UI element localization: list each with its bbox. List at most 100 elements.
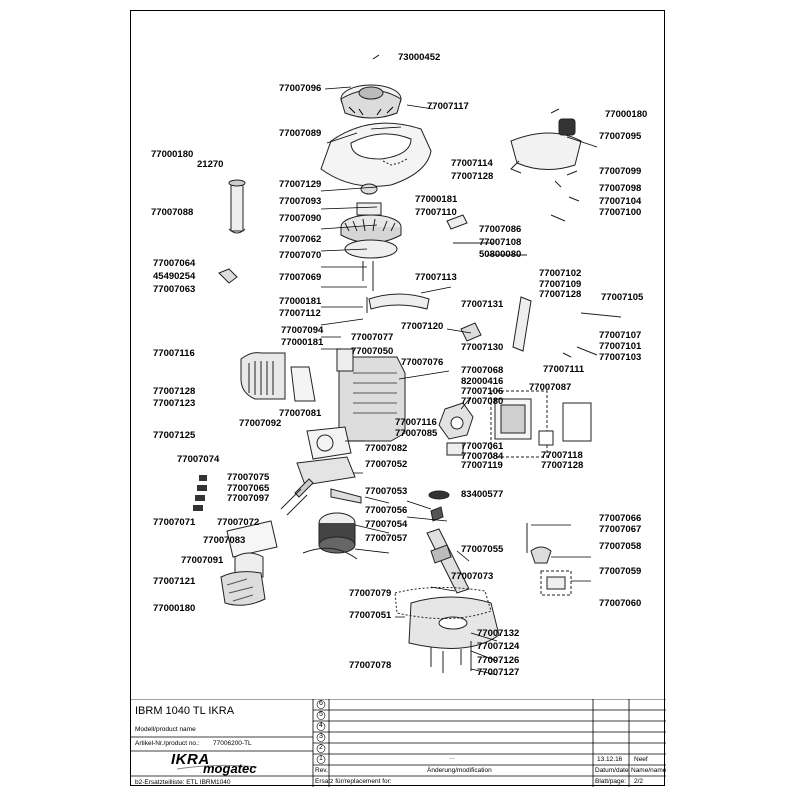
part-callout[interactable]: 77007054	[365, 519, 408, 530]
part-callout[interactable]: 77007085	[395, 428, 438, 439]
part-callout[interactable]: 77007132	[477, 628, 520, 639]
part-callout[interactable]: 77007123	[153, 398, 196, 409]
part-callout[interactable]: 77007096	[279, 83, 322, 94]
part-callout[interactable]: 77000180	[151, 149, 194, 160]
part-callout[interactable]: 77007052	[365, 459, 408, 470]
part-callout[interactable]: 77000181	[281, 337, 324, 348]
part-callout[interactable]: 77007083	[203, 535, 246, 546]
part-callout[interactable]: 77007069	[279, 272, 322, 283]
part-callout[interactable]: 77007063	[153, 284, 196, 295]
part-callout[interactable]: 77007110	[415, 207, 457, 218]
part-callout[interactable]: 77000181	[415, 194, 458, 205]
part-callout[interactable]: 77007104	[599, 196, 642, 207]
part-callout[interactable]: 77007094	[281, 325, 324, 336]
part-callout[interactable]: 77007086	[479, 224, 522, 235]
part-callout[interactable]: 77007067	[599, 524, 642, 535]
part-callout[interactable]: 77007130	[461, 342, 504, 353]
part-callout[interactable]: 77007088	[151, 207, 194, 218]
part-callout[interactable]: 77007107	[599, 330, 642, 341]
part-callout[interactable]: 77007051	[349, 610, 392, 621]
part-callout[interactable]: 77007097	[227, 493, 270, 504]
part-callout[interactable]: 45490254	[153, 271, 196, 282]
part-callout[interactable]: 77007125	[153, 430, 196, 441]
part-callout[interactable]: 77007079	[349, 588, 392, 599]
part-callout[interactable]: 77007078	[349, 660, 392, 671]
part-callout[interactable]: 77007099	[599, 166, 642, 177]
part-callout[interactable]: 77007091	[181, 555, 224, 566]
part-callout[interactable]: 77007121	[153, 576, 196, 587]
part-callout[interactable]: 77007128	[539, 289, 582, 300]
part-callout[interactable]: 77007117	[427, 101, 469, 112]
part-callout[interactable]: 77007119	[461, 460, 503, 471]
name-label: Name/name	[631, 767, 667, 774]
part-callout[interactable]: 77000180	[605, 109, 648, 120]
part-callout[interactable]: 77000180	[153, 603, 196, 614]
part-callout[interactable]: 77007124	[477, 641, 520, 652]
part-callout[interactable]: 77007082	[365, 443, 408, 454]
part-callout[interactable]: 77007060	[599, 598, 642, 609]
part-callout[interactable]: 77007113	[415, 272, 457, 283]
part-callout[interactable]: 77007128	[153, 386, 196, 397]
part-callout[interactable]: 77007128	[451, 171, 494, 182]
part-callout[interactable]: 77007055	[461, 544, 504, 555]
drawing-sheet: 73000452 77007096 77007117 77007089 7700…	[130, 10, 667, 787]
part-callout[interactable]: 77007131	[461, 299, 504, 310]
part-callout[interactable]: 77007116	[153, 348, 195, 359]
part-callout[interactable]: 77007126	[477, 655, 520, 666]
part-callout[interactable]: 77007120	[401, 321, 444, 332]
part-callout[interactable]: 77007070	[279, 250, 322, 261]
part-callout[interactable]: 77007074	[177, 454, 220, 465]
part-callout[interactable]: 77007061	[461, 441, 504, 452]
part-callout[interactable]: 83400577	[461, 489, 504, 500]
part-callout[interactable]: 77007116	[395, 417, 437, 428]
part-callout[interactable]: 77007112	[279, 308, 321, 319]
part-callout[interactable]: 77007098	[599, 183, 642, 194]
part-callout[interactable]: 77007128	[541, 460, 584, 471]
part-callout[interactable]: 77007100	[599, 207, 642, 218]
part-callout[interactable]: 77007077	[351, 332, 394, 343]
part-callout[interactable]: 77007101	[599, 341, 642, 352]
part-callout[interactable]: 77007095	[599, 131, 642, 142]
part-callout[interactable]: 77007062	[279, 234, 322, 245]
part-callout[interactable]: 77007111	[543, 364, 585, 375]
part-callout[interactable]: 82000416	[461, 376, 504, 387]
part-callout[interactable]: 50800080	[479, 249, 522, 260]
part-callout[interactable]: 73000452	[398, 52, 441, 63]
part-callout[interactable]: 77007073	[451, 571, 494, 582]
part-callout[interactable]: 77007076	[401, 357, 444, 368]
part-callout[interactable]: 77007089	[279, 128, 322, 139]
part-callout[interactable]: 77007066	[599, 513, 642, 524]
part-callout[interactable]: 77007106	[461, 386, 504, 397]
part-callout[interactable]: 77000181	[279, 296, 322, 307]
part-callout[interactable]: 77007108	[479, 237, 522, 248]
part-callout[interactable]: 77007105	[601, 292, 644, 303]
part-callout[interactable]: 77007092	[239, 418, 282, 429]
part-callout[interactable]: 21270	[197, 159, 224, 170]
part-callout[interactable]: 77007068	[461, 365, 504, 376]
part-callout[interactable]: 77007090	[279, 213, 322, 224]
part-callout[interactable]: 77007109	[539, 279, 582, 290]
part-callout[interactable]: 77007056	[365, 505, 408, 516]
part-callout[interactable]: 77007065	[227, 483, 270, 494]
part-callout[interactable]: 77007084	[461, 451, 504, 462]
part-callout[interactable]: 77007081	[279, 408, 322, 419]
part-callout[interactable]: 77007114	[451, 158, 493, 169]
part-callout[interactable]: 77007102	[539, 268, 582, 279]
part-callout[interactable]: 77007118	[541, 450, 583, 461]
part-callout[interactable]: 77007059	[599, 566, 642, 577]
date-label: Datum/date	[595, 767, 629, 774]
part-callout[interactable]: 77007093	[279, 196, 322, 207]
part-callout[interactable]: 77007072	[217, 517, 260, 528]
part-callout[interactable]: 77007053	[365, 486, 408, 497]
part-callout[interactable]: 77007075	[227, 472, 270, 483]
part-callout[interactable]: 77007071	[153, 517, 196, 528]
part-callout[interactable]: 77007127	[477, 667, 520, 678]
part-callout[interactable]: 77007087	[529, 382, 572, 393]
part-callout[interactable]: 77007103	[599, 352, 642, 363]
part-callout[interactable]: 77007080	[461, 396, 504, 407]
part-callout[interactable]: 77007064	[153, 258, 196, 269]
part-callout[interactable]: 77007050	[351, 346, 394, 357]
part-callout[interactable]: 77007058	[599, 541, 642, 552]
part-callout[interactable]: 77007057	[365, 533, 408, 544]
part-callout[interactable]: 77007129	[279, 179, 322, 190]
